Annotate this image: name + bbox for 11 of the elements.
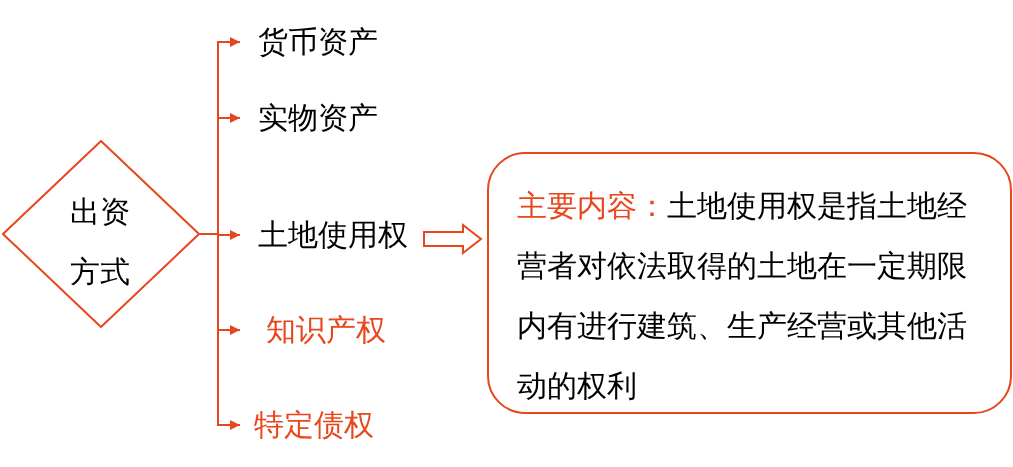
decision-diamond — [2, 140, 200, 328]
branch-label: 土地使用权 — [258, 216, 408, 254]
branch-label: 特定债权 — [254, 406, 374, 444]
content-text: 主要内容：土地使用权是指土地经营者对依法取得的土地在一定期限内有进行建筑、生产经营或其他活动的权利 — [517, 188, 968, 405]
branch-label: 实物资产 — [258, 99, 378, 137]
block-arrow — [423, 222, 483, 256]
content-box — [487, 152, 1012, 414]
node-label: 出资方式 — [70, 193, 131, 291]
branch-label: 货币资产 — [258, 23, 378, 61]
branch-label: 知识产权 — [266, 311, 386, 349]
arrow — [199, 233, 241, 430]
